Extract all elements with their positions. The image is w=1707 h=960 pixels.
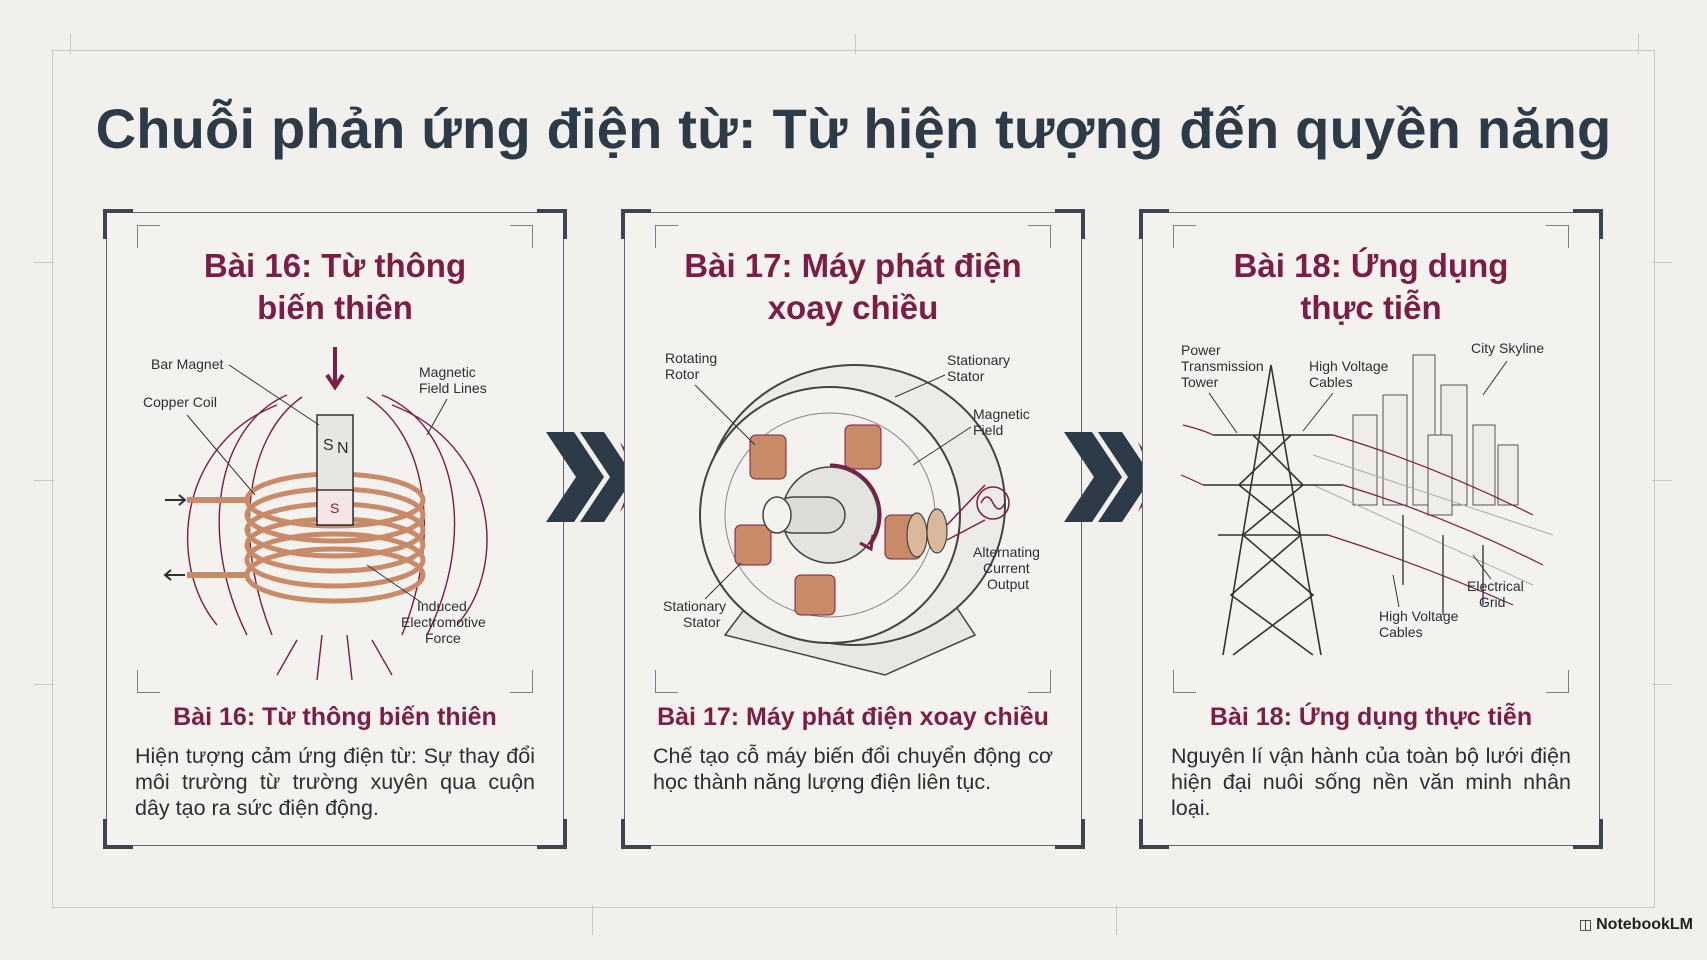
leader-line: [186, 414, 256, 496]
label-ac-output: Current: [983, 560, 1030, 576]
panel-subtitle: Bài 16: Từ thông biến thiên: [173, 703, 497, 731]
label-electrical-grid: Grid: [1479, 594, 1505, 610]
output-wires: [946, 484, 986, 541]
label-magnetic-field: Magnetic: [973, 406, 1030, 422]
panel-lesson-18: Bài 18: Ứng dụng thực tiễn: [1139, 209, 1603, 849]
label-induced-emf: Induced: [417, 598, 467, 614]
label-high-voltage-cables: Cables: [1309, 374, 1353, 390]
bar-magnet-pole: [316, 489, 354, 526]
notebooklm-logo: ◫NotebookLM: [1579, 916, 1693, 934]
slip-rings: [906, 508, 948, 558]
pole-label-s: S: [323, 437, 334, 454]
label-induced-emf: Electromotive: [401, 614, 486, 630]
label-magnetic-field-lines: Magnetic: [419, 364, 476, 380]
label-stationary-stator: Stator: [947, 368, 985, 384]
frame-tick: [1652, 684, 1672, 685]
frame-tick: [34, 480, 54, 481]
label-high-voltage-cables: High Voltage: [1309, 358, 1389, 374]
city-skyline: [1352, 354, 1519, 516]
magnetic-field-lines: [186, 394, 488, 681]
induction-coil-illustration: S N S Bar Magnet Copper Coil Magnetic Fi…: [143, 347, 488, 681]
label-stationary-stator: Stationary: [947, 352, 1010, 368]
arrow-out-icon: [163, 569, 185, 581]
power-grid-illustration: Power Transmission Tower High Voltage Ca…: [1180, 340, 1554, 656]
panel-subtitle: Bài 18: Ứng dụng thực tiễn: [1209, 703, 1533, 731]
label-high-voltage-cables: High Voltage: [1379, 608, 1459, 624]
panel-title: Bài 17: Máy phát điện xoay chiều: [655, 245, 1051, 329]
frame-tick: [1116, 905, 1117, 935]
label-magnetic-field: Field: [973, 422, 1003, 438]
label-rotating-rotor: Rotor: [665, 366, 700, 382]
label-stationary-stator: Stationary: [663, 598, 726, 614]
panel-description: Hiện tượng cảm ứng điện từ: Sự thay đổi …: [135, 744, 535, 820]
ac-generator-illustration: Rotating Rotor Stationary Stator Magneti…: [663, 350, 1040, 676]
panel-corner: [537, 819, 567, 849]
frame-tick: [1652, 262, 1672, 263]
panel-title: Bài 16: Từ thông biến thiên: [137, 245, 533, 329]
panel-lesson-17: Bài 17: Máy phát điện xoay chiều: [621, 209, 1085, 849]
label-ac-output: Output: [987, 576, 1029, 592]
pole-label-s: S: [330, 500, 339, 516]
arrow-down-icon: [325, 347, 345, 391]
outer-frame: [52, 50, 1655, 908]
label-power-tower: Power: [1181, 342, 1221, 358]
frame-tick: [1638, 34, 1639, 54]
label-rotating-rotor: Rotating: [665, 350, 717, 366]
panel-corner: [103, 209, 133, 239]
high-voltage-cables: [1180, 424, 1544, 606]
rotation-arrow-icon: [829, 463, 882, 546]
frame-tick: [1652, 480, 1672, 481]
page-title: Chuỗi phản ứng điện từ: Từ hiện tượng đế…: [95, 97, 1612, 160]
panel-corner: [103, 819, 133, 849]
panel-title-line: xoay chiều: [767, 289, 939, 326]
label-copper-coil: Copper Coil: [143, 394, 217, 410]
panel-inner-frame: Bài 18: Ứng dụng thực tiễn: [1173, 225, 1569, 693]
label-high-voltage-cables: Cables: [1379, 624, 1423, 640]
label-power-tower: Tower: [1181, 374, 1219, 390]
panel-lesson-16: Bài 16: Từ thông biến thiên: [103, 209, 567, 849]
label-ac-output: Alternating: [973, 544, 1040, 560]
panel-title-line: Bài 17: Máy phát điện: [684, 247, 1022, 284]
arrow-in-icon: [165, 494, 187, 506]
label-power-tower: Transmission: [1181, 358, 1264, 374]
panel-corner: [537, 209, 567, 239]
frame-tick: [34, 262, 54, 263]
label-city-skyline: City Skyline: [1471, 340, 1544, 356]
frame-tick: [34, 684, 54, 685]
ac-source-icon: [976, 486, 1010, 520]
utility-poles: [1402, 515, 1484, 615]
label-magnetic-field-lines: Field Lines: [419, 380, 487, 396]
pole-label-n: N: [337, 440, 349, 457]
label-bar-magnet: Bar Magnet: [151, 356, 223, 372]
panel-description: Chế tạo cỗ máy biến đổi chuyển động cơ h…: [653, 744, 1053, 794]
logo-text: NotebookLM: [1596, 916, 1693, 933]
leader-line: [228, 364, 320, 426]
panel-title: Bài 18: Ứng dụng thực tiễn: [1173, 245, 1569, 329]
label-stationary-stator: Stator: [683, 614, 721, 630]
panel-inner-frame: Bài 16: Từ thông biến thiên: [137, 225, 533, 693]
leader-line: [426, 398, 448, 436]
leader-line: [366, 564, 423, 604]
frame-tick: [70, 34, 71, 54]
panel-inner-frame: Bài 17: Máy phát điện xoay chiều: [655, 225, 1051, 693]
panel-title-line: Bài 18: Ứng dụng: [1233, 247, 1509, 284]
frame-tick: [592, 905, 593, 935]
panel-subtitle: Bài 17: Máy phát điện xoay chiều: [657, 703, 1049, 731]
frame-tick: [855, 34, 856, 54]
label-induced-emf: Force: [425, 630, 461, 646]
transmission-tower: [1203, 364, 1343, 656]
label-electrical-grid: Electrical: [1467, 578, 1524, 594]
notebooklm-logo-icon: ◫: [1578, 916, 1593, 932]
panel-description: Nguyên lí vận hành của toàn bộ lưới điện…: [1171, 744, 1571, 820]
panel-title-line: Bài 16: Từ thông: [203, 247, 467, 284]
panel-title-line: biến thiên: [257, 289, 413, 326]
panel-title-line: thực tiễn: [1300, 289, 1442, 326]
